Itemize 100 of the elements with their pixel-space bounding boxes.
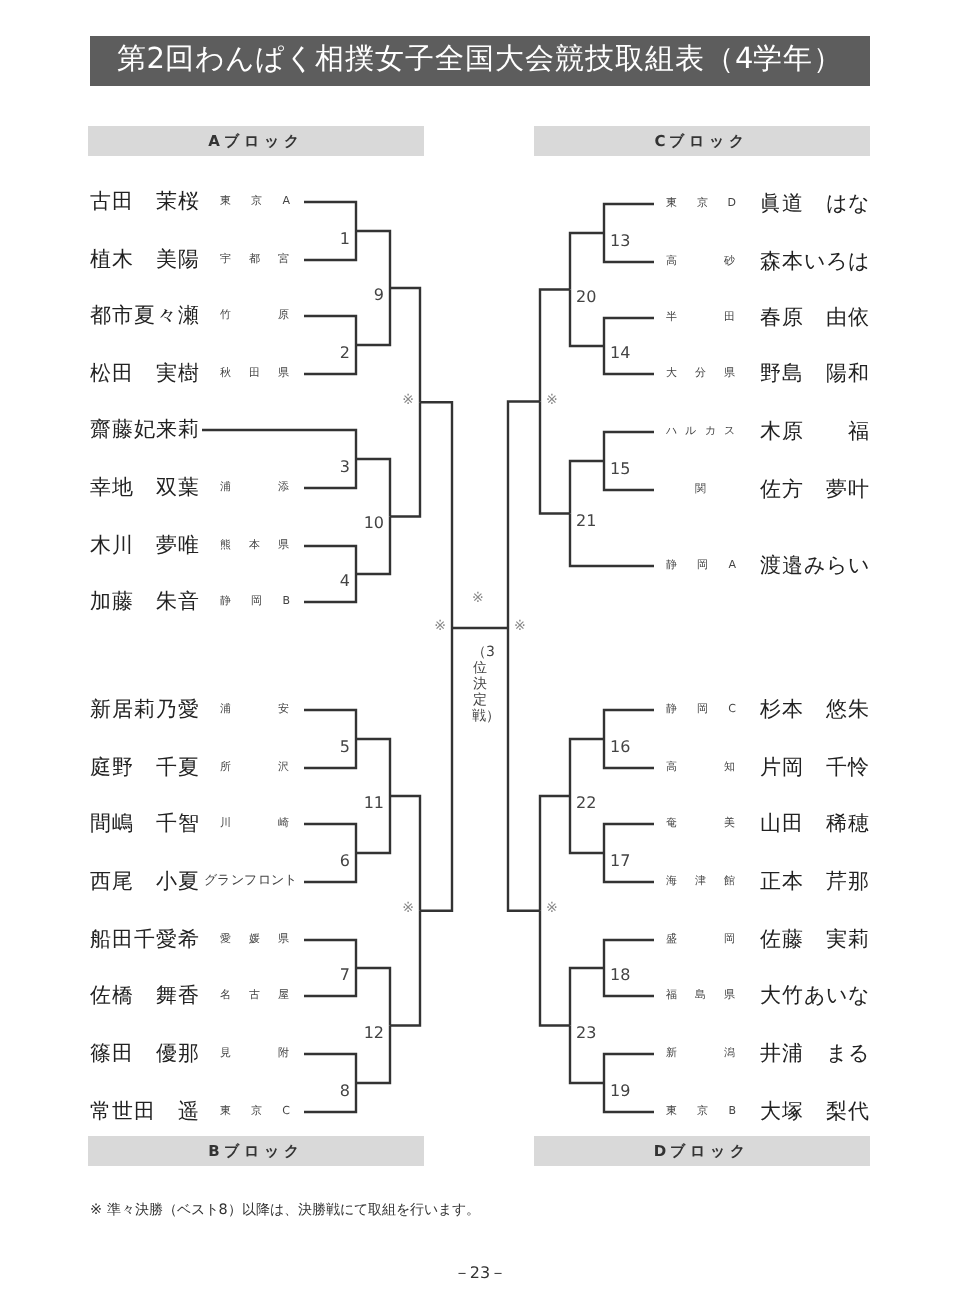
player-name: 正本 芹那 (760, 868, 870, 898)
match-number: 3 (339, 457, 350, 477)
bracket-line (304, 314, 358, 345)
bracket-line (356, 288, 392, 347)
match-number: 14 (610, 344, 631, 364)
match-number: 13 (610, 231, 631, 251)
bracket-line (304, 1052, 358, 1083)
player-name: 井浦 まる (760, 1040, 870, 1070)
bracket-line (356, 457, 392, 517)
match-number: 5 (339, 737, 350, 757)
bracket-line (568, 966, 604, 1026)
bracket-line (356, 229, 392, 288)
bracket-line (304, 544, 358, 574)
player-name: 古田 茉桜 (90, 188, 200, 218)
bracket-line (602, 822, 654, 853)
player-name: 庭野 千夏 (90, 754, 200, 784)
bracket-line (568, 231, 604, 290)
bracket-line (356, 516, 392, 576)
player-name: 間嶋 千智 (90, 810, 200, 840)
bracket-line (602, 708, 654, 739)
player-name: 渡邉みらい (760, 552, 870, 582)
player-name: 齋藤妃来莉 (90, 416, 200, 446)
bracket-line (356, 737, 392, 796)
player-name: 佐橋 舞香 (90, 982, 200, 1012)
bracket-line (602, 1052, 654, 1083)
bracket-line (304, 968, 358, 998)
bracket-line (602, 1083, 654, 1114)
bracket-line (568, 513, 654, 568)
bracket-line (304, 1083, 358, 1114)
match-number: 7 (339, 966, 350, 986)
player-name: 木川 夢唯 (90, 532, 200, 562)
player-name: 杉本 悠朱 (760, 696, 870, 726)
bracket-line (568, 796, 604, 855)
match-number: 20 (576, 287, 597, 308)
bracket-line (356, 796, 392, 855)
bracket-line (602, 968, 654, 998)
player-name: 都市夏々瀬 (90, 302, 200, 332)
bracket-line (602, 233, 654, 264)
bracket-line (304, 459, 358, 490)
bracket-line (356, 966, 392, 1026)
bracket-line (602, 202, 654, 233)
bracket-line (304, 822, 358, 853)
player-name: 松田 実樹 (90, 360, 200, 390)
bracket-line (390, 910, 422, 1027)
player-name: 山田 稀穂 (760, 810, 870, 840)
bracket-line (538, 401, 570, 515)
match-number: 18 (610, 966, 631, 986)
bracket-line (602, 430, 654, 461)
match-number: 22 (576, 794, 597, 814)
bracket-line (452, 626, 510, 630)
bracket-line (420, 401, 454, 628)
bracket-line (602, 461, 654, 492)
player-name: 佐方 夢叶 (760, 476, 870, 506)
player-name: 春原 由依 (760, 304, 870, 334)
player-name: 大塚 梨代 (760, 1098, 870, 1128)
bracket-line (304, 200, 358, 231)
bracket-line (390, 286, 422, 403)
player-name: 西尾 小夏 (90, 868, 200, 898)
bracket-line (506, 628, 540, 912)
bracket-line (304, 853, 358, 884)
match-number: 23 (576, 1023, 597, 1044)
match-number: 12 (363, 1023, 384, 1044)
bracket-line (506, 400, 540, 628)
player-name: 篠田 優那 (90, 1040, 200, 1070)
bracket-line (304, 345, 358, 376)
player-name: 新居莉乃愛 (90, 696, 200, 726)
bracket-line (202, 428, 358, 459)
bracket-line (390, 402, 422, 518)
bracket-line (538, 288, 570, 402)
player-name: 船田千愛希 (90, 926, 200, 956)
bracket-line (304, 739, 358, 770)
bracket-line (304, 708, 358, 739)
match-number: 16 (610, 737, 631, 757)
match-number: 11 (363, 794, 384, 814)
bracket-line (390, 794, 422, 911)
match-number: 19 (610, 1081, 631, 1101)
match-number: 21 (576, 511, 597, 532)
player-name: 木原 福 (760, 418, 870, 448)
match-number: 1 (339, 229, 350, 249)
bracket-line (602, 938, 654, 968)
page-number: －23－ (451, 1264, 509, 1284)
bracket-line (304, 938, 358, 968)
match-number: 4 (339, 572, 350, 592)
player-name: 大竹あいな (760, 982, 870, 1012)
bracket-line (602, 316, 654, 346)
bracket-line (568, 459, 604, 514)
match-number: 17 (610, 851, 631, 871)
player-name: 片岡 千怜 (760, 754, 870, 784)
match-number: 6 (339, 851, 350, 871)
title-banner: 第2回わんぱく相撲女子全国大会競技取組表（4学年） (90, 36, 870, 86)
bracket-line (568, 1025, 604, 1085)
match-number: 10 (363, 514, 384, 535)
player-name: 加藤 朱音 (90, 588, 200, 618)
player-name: 森本いろは (760, 248, 870, 278)
player-name: 野島 陽和 (760, 360, 870, 390)
bracket-line (356, 1025, 392, 1085)
bracket-line (304, 574, 358, 604)
match-number: 8 (339, 1081, 350, 1101)
player-name: 植木 美陽 (90, 246, 200, 276)
match-number: 9 (373, 286, 384, 306)
